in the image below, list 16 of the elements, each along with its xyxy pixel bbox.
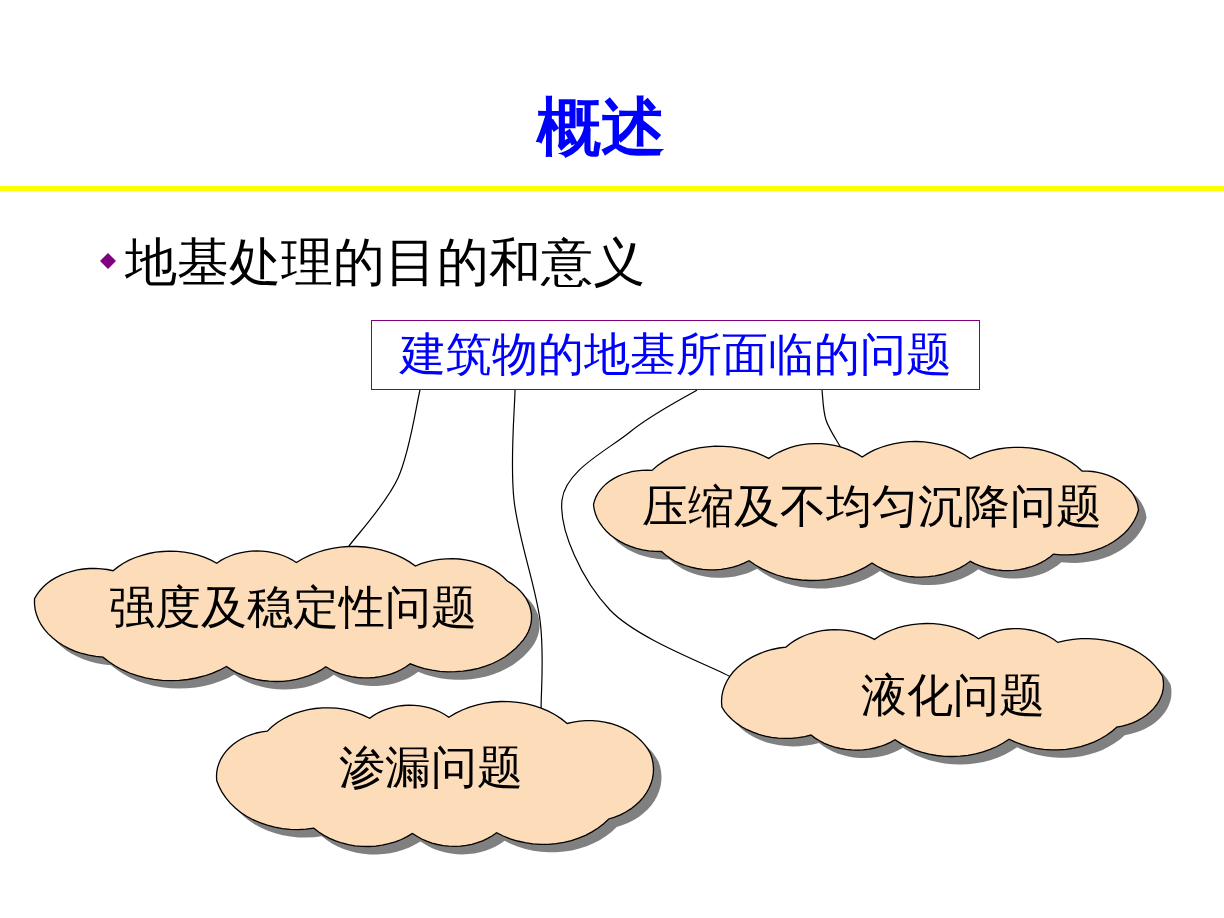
heading-box bbox=[371, 320, 980, 390]
connector-line bbox=[821, 389, 841, 448]
cloud-shape bbox=[33, 545, 541, 691]
box-text: 建筑物的地基所面临的问题 bbox=[399, 329, 952, 381]
slide-title: 概述 bbox=[537, 92, 665, 163]
cloud-text: 渗漏问题 bbox=[339, 742, 523, 794]
cloud-text: 液化问题 bbox=[860, 670, 1045, 722]
section-heading: 地基处理的目的和意义 bbox=[125, 234, 645, 292]
connector-line bbox=[348, 389, 421, 548]
cloud-shape bbox=[720, 622, 1173, 766]
cloud-shape bbox=[215, 700, 663, 856]
cloud-text: 压缩及不均匀沉降问题 bbox=[642, 481, 1102, 533]
connector-line bbox=[511, 389, 543, 709]
cloud-text: 强度及稳定性问题 bbox=[109, 582, 477, 634]
connector-line bbox=[561, 389, 731, 677]
cloud-shape bbox=[592, 440, 1148, 590]
